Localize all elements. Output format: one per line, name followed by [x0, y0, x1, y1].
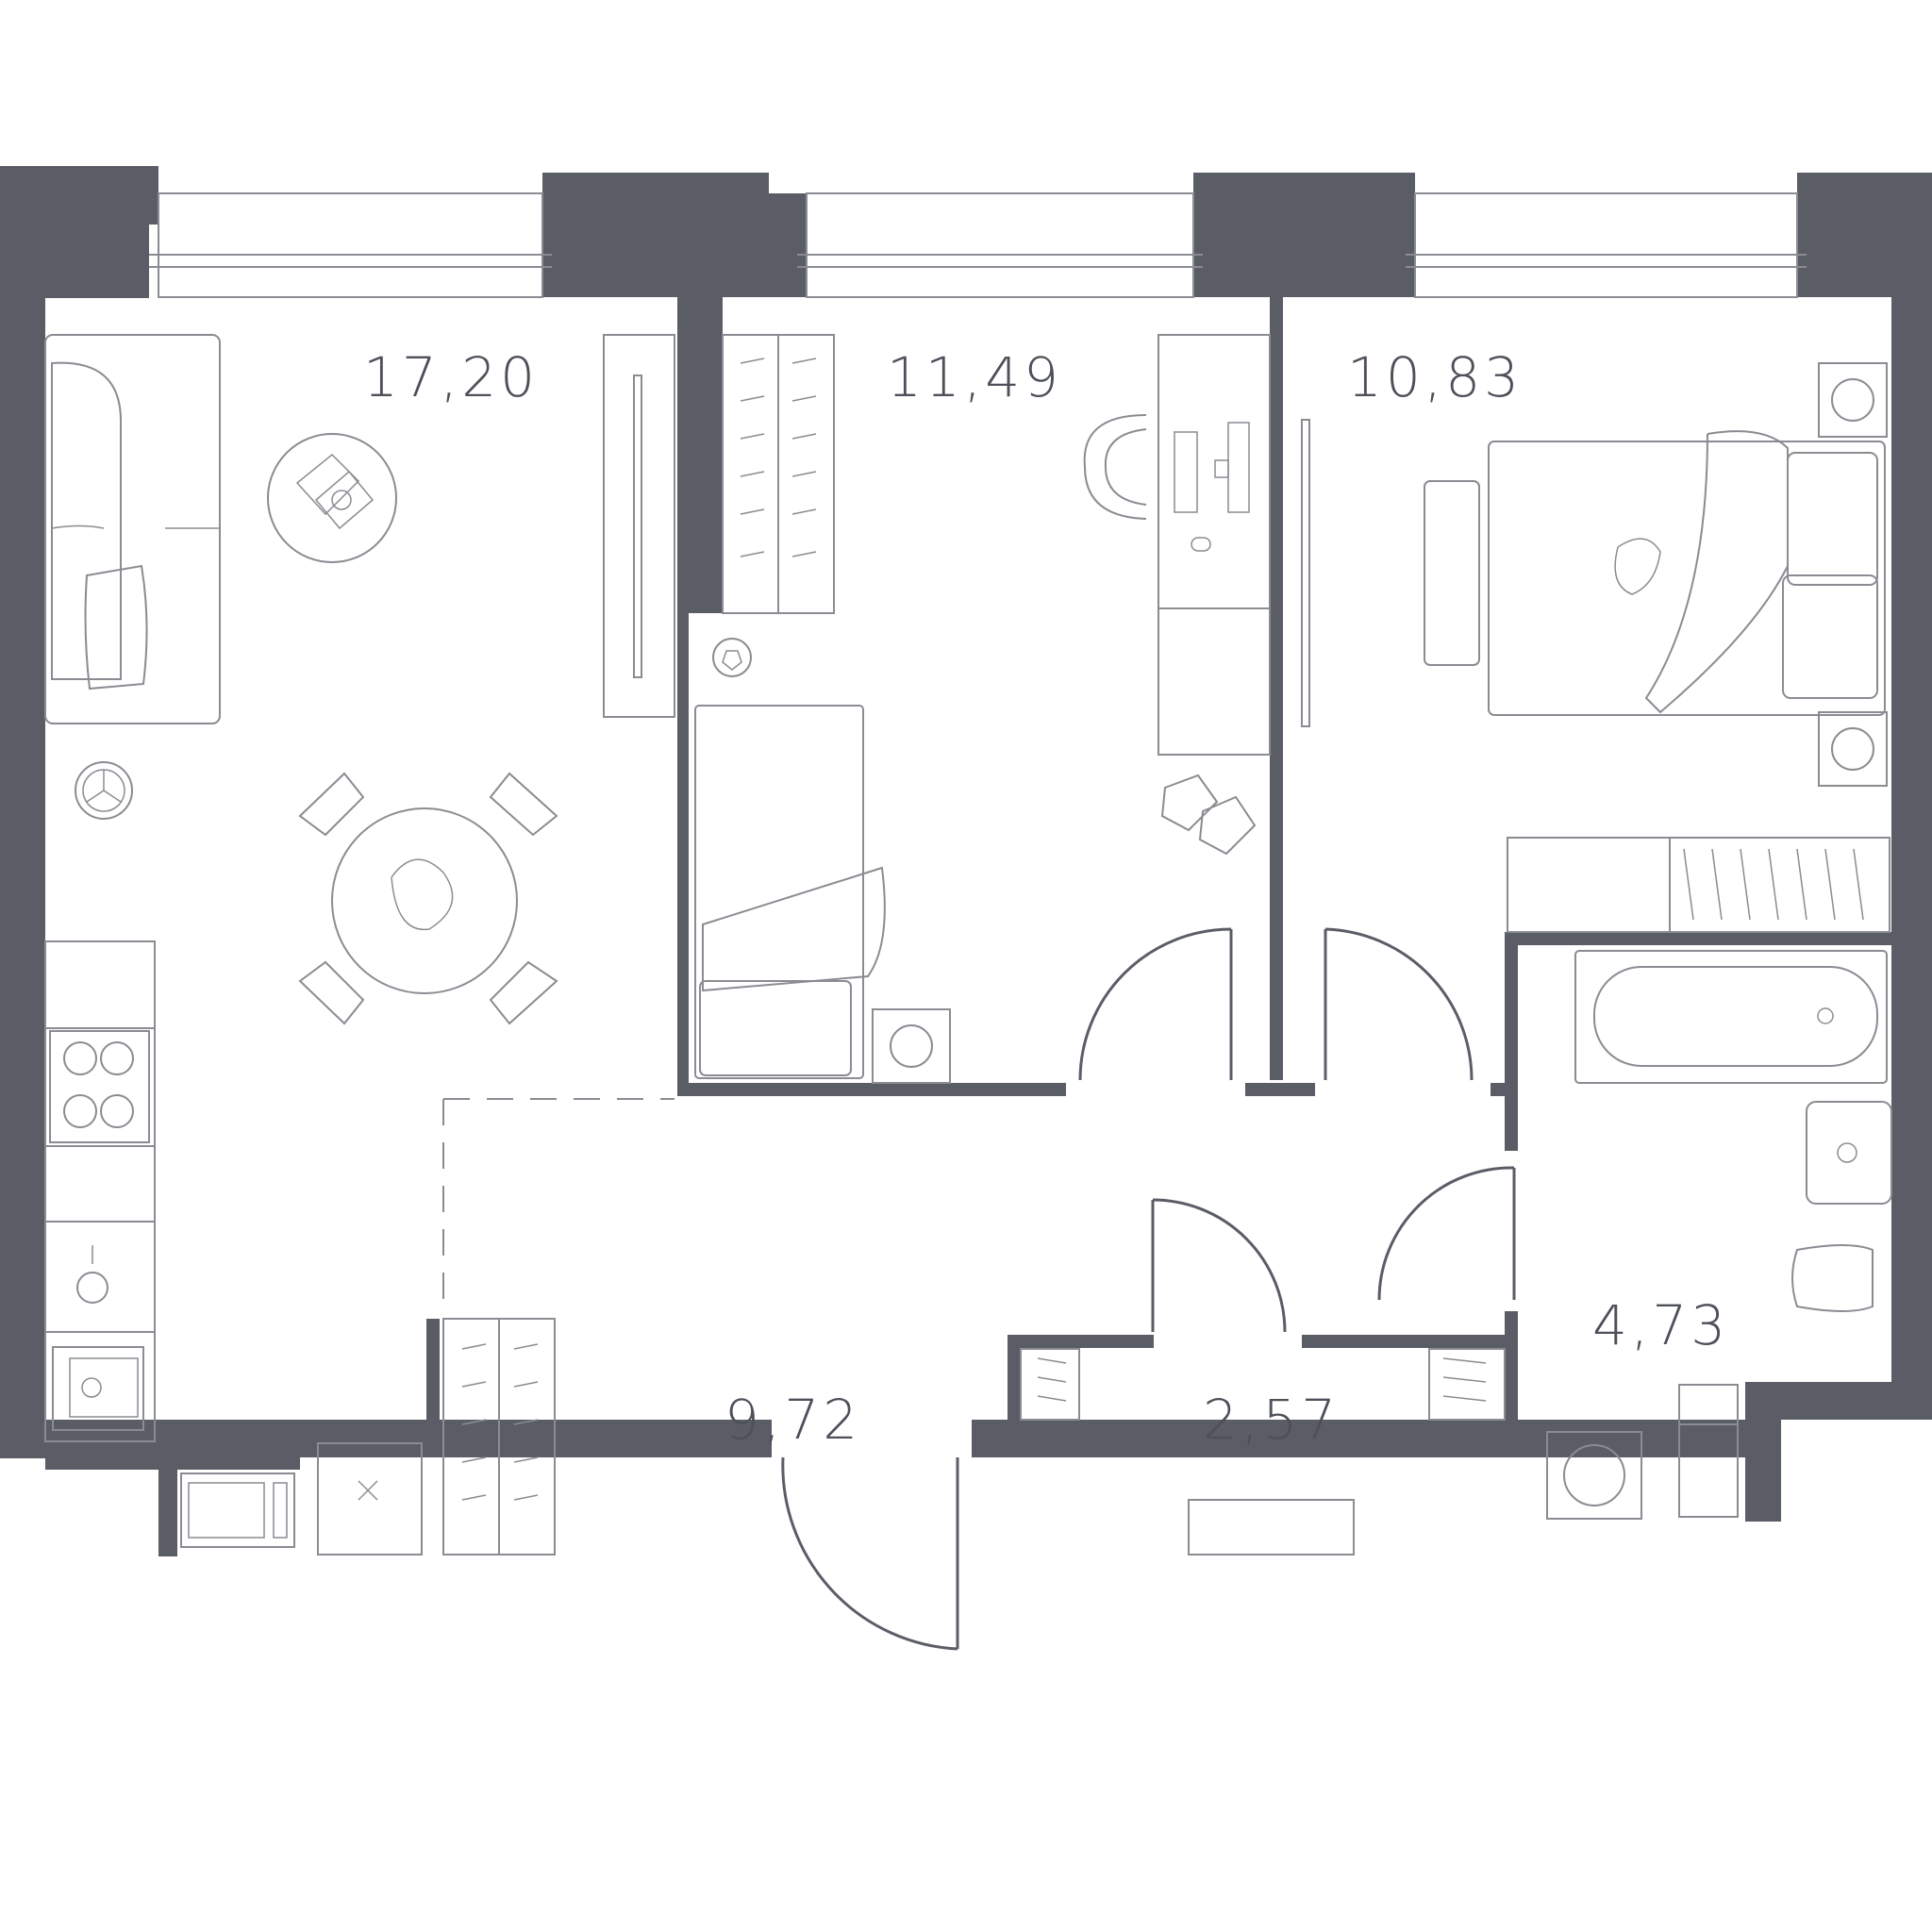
toilet-icon: [1791, 1244, 1874, 1312]
single-bed-icon: [694, 705, 886, 1079]
desk-icon: [1158, 334, 1271, 756]
laundry-shelf-icon: [1678, 1384, 1739, 1518]
zone-divider: [442, 1098, 675, 1316]
wall-mirror-icon: [1301, 419, 1310, 727]
windows: [149, 192, 1807, 298]
sink-icon: [1806, 1101, 1892, 1205]
coffee-table-icon: [267, 433, 397, 563]
washing-machine-icon: [1546, 1431, 1642, 1520]
stove-icon: [49, 1030, 150, 1143]
soccer-ball-icon: [712, 638, 752, 677]
bathtub-icon: [1574, 950, 1888, 1084]
dining-table-icon: [298, 772, 558, 1025]
double-bed-icon: [1488, 430, 1886, 716]
roller-skates-icon: [1160, 774, 1257, 856]
bench-icon: [1424, 480, 1480, 666]
storage-cabinet-icon: [317, 1442, 423, 1556]
doors: [781, 927, 1516, 1651]
kitchen: [44, 940, 156, 1442]
room-area-living: 17,20: [363, 345, 539, 409]
area-labels: 17,20 11,49 10,83 9,72 2,57 4,73: [363, 345, 1729, 1452]
kitchen-sink-icon: [52, 1346, 144, 1431]
walls: [0, 166, 1932, 1556]
office-chair-icon: [1083, 414, 1147, 520]
nightstand-icon: [872, 1008, 951, 1084]
fridge-icon: [180, 1472, 295, 1548]
wardrobe-icon: [722, 334, 835, 614]
sofa-icon: [44, 334, 221, 724]
wardrobe-icon: [1020, 1348, 1506, 1556]
room-area-hallway: 9,72: [724, 1388, 861, 1452]
tv-stand-icon: [603, 334, 675, 718]
nightstand-icon: [1818, 362, 1888, 787]
room-area-bedroom-master: 10,83: [1347, 345, 1523, 409]
room-area-bathroom: 4,73: [1592, 1293, 1729, 1357]
room-area-storage: 2,57: [1203, 1388, 1340, 1452]
kitchen-faucet-icon: [76, 1245, 108, 1304]
hall-wardrobe-icon: [442, 1318, 556, 1556]
wardrobe-icon: [1507, 837, 1890, 933]
floor-lamp-icon: [75, 761, 133, 820]
room-area-bedroom-child: 11,49: [887, 345, 1062, 409]
